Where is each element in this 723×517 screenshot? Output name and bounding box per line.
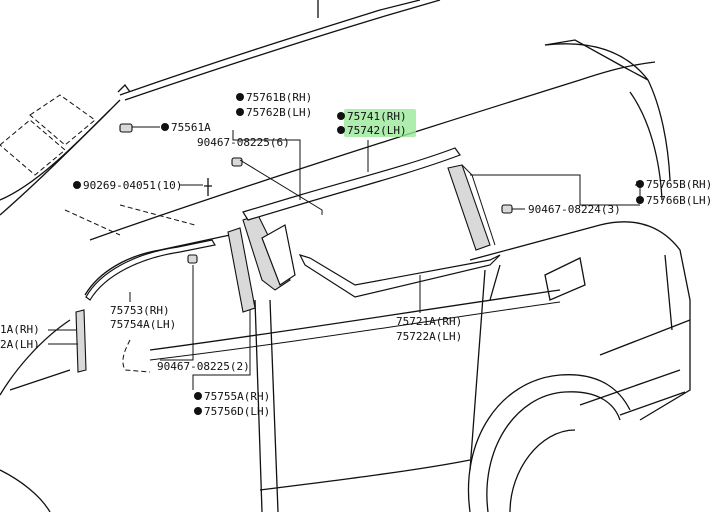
windshield-pillar-inner [0,109,111,201]
rear-quarter [469,221,691,421]
label-2A: 2A(LH) [0,338,40,351]
clip-90467-6 [231,157,243,167]
rear-door-rear-edge [469,269,486,471]
bullet-75765B [636,180,644,188]
molding-75753 [85,239,216,301]
front-door-rear-edge [254,299,263,513]
vehicle-body [0,0,691,513]
bumper-strip [619,391,686,416]
label-90467-3: 90467-08224(3) [528,203,621,216]
screw-90269 [204,178,212,196]
mirror-line [9,369,71,391]
garnish-1A [75,309,87,373]
rear-door-corner [489,264,501,301]
label-75754A: 75754A(LH) [110,318,176,331]
hidden-part-outline-2 [0,119,66,176]
leader-90467-6 [239,159,323,215]
hidden-edge-3 [122,339,151,373]
label-75761B: 75761B(RH) [246,91,312,104]
pillar-garnish-75765B [447,164,491,251]
label-75561A: 75561A [171,121,211,134]
hidden-edge-2 [64,209,121,236]
rear-wheel-arch [467,374,631,513]
label-90467-2: 90467-08225(2) [157,360,250,373]
bullet-75561A [161,123,169,131]
roof-surface [89,61,656,241]
bullet-75766B [636,196,644,204]
rear-wheel [509,429,576,513]
pillar-garnish-75755A [227,227,256,313]
rear-spoiler-top [544,43,649,81]
label-75753: 75753(RH) [110,304,170,317]
bullet-75762B [236,108,244,116]
clip-90467-2 [187,254,198,264]
callout-labels: 75561A 75761B(RH) 75762B(LH) 90467-08225… [0,91,712,418]
label-75765B: 75765B(RH) [646,178,712,191]
bullet-75741 [337,112,345,120]
bumper-lower [579,369,681,406]
label-75721A: 75721A(RH) [396,315,462,328]
belt-line [149,289,561,351]
hidden-part-outline-1 [29,94,96,146]
leader-75761B [232,130,301,200]
label-90467-6: 90467-08225(6) [197,136,290,149]
hidden-edge-1 [119,204,196,226]
callout-highlight [344,109,416,137]
rear-pillar-edge [629,91,663,201]
rear-wheel-arch-inner [486,391,621,513]
rear-spoiler [544,39,649,81]
rocker-line [259,459,471,491]
tail-edge [664,254,673,331]
roof-rail-inner [124,0,441,101]
pillar-garnish-75761B-inner [261,224,296,286]
bullet-75756D [194,407,202,415]
label-75756D: 75756D(LH) [204,405,270,418]
leader-90467-2 [160,265,194,361]
rear-door-front-edge [269,299,279,513]
leader-75755A [192,310,251,390]
label-1A: 1A(RH) [0,323,40,336]
front-wheel-arch [0,469,51,513]
fuel-lid [544,257,586,301]
rear-pillar-edge-outer [647,79,671,181]
belt-line-lower [149,301,561,361]
roof-rail [119,0,421,96]
label-75741: 75741(RH) [347,110,407,123]
bullet-75742 [337,126,345,134]
roof-molding-end [117,83,131,93]
clip-90467-3 [501,204,513,214]
leader-pillar-box [470,174,640,206]
bumper-line [599,319,691,356]
leader-1A [48,329,78,345]
bullet-90269 [73,181,81,189]
label-75722A: 75722A(LH) [396,330,462,343]
label-75755A: 75755A(RH) [204,390,270,403]
callout-bullets [73,93,644,415]
bullet-75761B [236,93,244,101]
label-75766B: 75766B(LH) [646,194,712,207]
bullet-75755A [194,392,202,400]
parts [75,83,513,373]
molding-75721A [298,254,501,298]
label-75762B: 75762B(LH) [246,106,312,119]
molding-75741 [242,147,461,221]
label-75742: 75742(LH) [347,124,407,137]
clip-75561A [119,123,133,133]
front-fender-line [0,319,71,396]
label-90269: 90269-04051(10) [83,179,182,192]
